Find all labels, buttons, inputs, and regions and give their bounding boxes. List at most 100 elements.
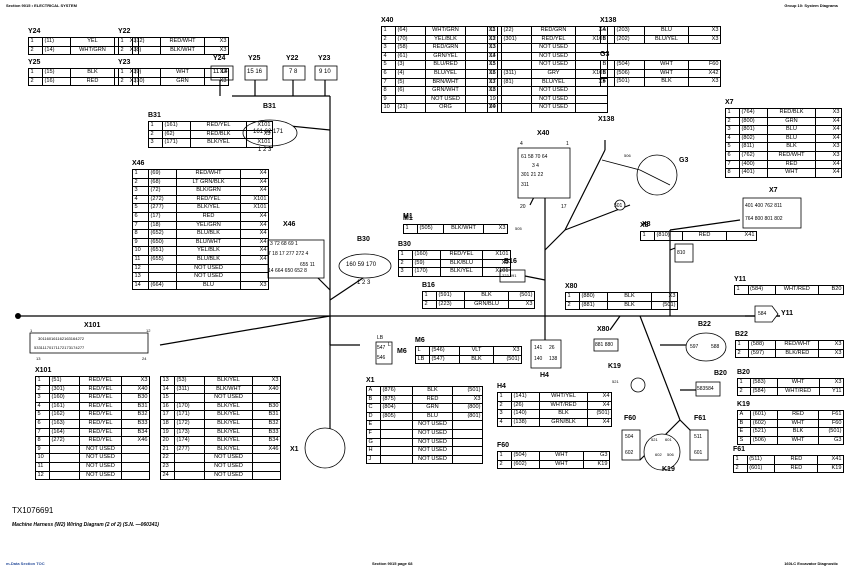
table-row: C(804)GRN(800) [366, 403, 483, 413]
table-cell: WHT/GRN [70, 45, 115, 56]
table-cell: (161) [162, 121, 191, 131]
table-cell: (272) [148, 194, 177, 205]
table-cell: YEL/BLK [176, 246, 241, 256]
connector-pins-x101-bot: 53311170171172173174277 [34, 345, 85, 350]
table-cell: X4 [587, 392, 612, 402]
table-cell [380, 437, 413, 448]
table-cell: BLU/YEL [531, 77, 576, 88]
footer-left[interactable]: m-Data Section TOC [6, 561, 45, 566]
table-cell: 17 [487, 77, 502, 88]
table-cell: (584) [747, 285, 776, 295]
table-cell: 2 [422, 299, 437, 310]
connector-nums-b30: 1 2 3 [357, 280, 371, 286]
table-cell: 6 [725, 150, 740, 161]
table-cell [252, 453, 281, 463]
table-cell: GRN/BLK [539, 417, 588, 428]
table-cell: (501) [452, 386, 483, 396]
table-cell: NOT USED [531, 103, 576, 113]
table-cell: BLK/YEL [204, 444, 253, 455]
table-title-f61: F61 [733, 446, 746, 453]
table-cell: 14 [132, 280, 149, 291]
table-cell: BLK [70, 68, 115, 78]
connector-pin-y11: 584 [758, 311, 767, 317]
table-cell: X4 [240, 220, 269, 231]
table-cell: X4 [815, 159, 842, 170]
table-cell: (162) [49, 410, 80, 420]
connector-pins-x40-r2: 3 4 [532, 163, 539, 169]
table-cell: NOT USED [412, 437, 453, 448]
table-cell: B30 [252, 401, 281, 412]
table-cell: (504) [614, 60, 645, 70]
table-cell: 1 [565, 292, 580, 302]
table-cell: NOT USED [176, 272, 241, 282]
table-cell: X3 [508, 299, 535, 310]
table-cell [380, 428, 413, 439]
connector-pin-x138: 501 [614, 203, 623, 209]
table-cell: WHT/GRN [425, 26, 466, 36]
table-cell: (11) [42, 37, 71, 47]
table-cell: NOT USED [176, 263, 241, 274]
table-cell: B31 [252, 410, 281, 420]
table-cell: 2 [35, 384, 50, 395]
table-cell: (202) [614, 34, 645, 45]
table-cell: 11 [132, 254, 149, 265]
connector-pins-x46-bot2: 655 11 [300, 262, 315, 268]
table-cell: WHT [644, 60, 689, 70]
table-cell: BLU [767, 133, 816, 144]
table-cell [49, 461, 80, 472]
connector-name-y24: Y24 [213, 55, 226, 62]
table-cell: X4 [587, 400, 612, 411]
table-cell: (400) [739, 159, 768, 170]
table-cell: (21) [395, 103, 426, 113]
table-cell: RED/GRN [425, 43, 466, 53]
table-cell: X40 [252, 384, 281, 395]
figure-id: TX1076691 [12, 506, 54, 515]
table-cell: 1 [733, 455, 748, 465]
table-cell: (26) [511, 400, 540, 411]
table-cell: BLK/YEL [204, 376, 253, 386]
table-cell: 1 [35, 376, 50, 386]
table-cell: RED [774, 463, 819, 474]
connector-pin-h4: 140 [534, 356, 543, 362]
table-cell: B20 [817, 285, 844, 295]
connector-name-x80: X80 [597, 326, 610, 333]
connector-pin-k19: 601 [665, 437, 672, 442]
table-title-x138: X138 [600, 17, 617, 24]
table-cell: RED [777, 410, 819, 420]
table-cell: (591) [436, 291, 465, 301]
table-cell: YEL [70, 37, 115, 47]
table-cell: 1 [497, 451, 512, 461]
table-title-x40a: X40 [381, 17, 394, 24]
table-cell: BLK/YEL [204, 427, 253, 438]
table-cell: LT GRN/BLK [176, 177, 241, 188]
g3-lead [601, 159, 671, 186]
table-title-g3: G3 [600, 51, 610, 58]
table-cell: (59) [412, 258, 441, 269]
table-cell: (171) [162, 138, 191, 148]
table-cell: B33 [121, 418, 150, 429]
table-cell: E [366, 420, 381, 430]
table-cell: 15 [487, 60, 502, 70]
table-cell: G [366, 437, 381, 448]
table-cell [452, 420, 483, 430]
table-cell: 3 [497, 409, 512, 419]
